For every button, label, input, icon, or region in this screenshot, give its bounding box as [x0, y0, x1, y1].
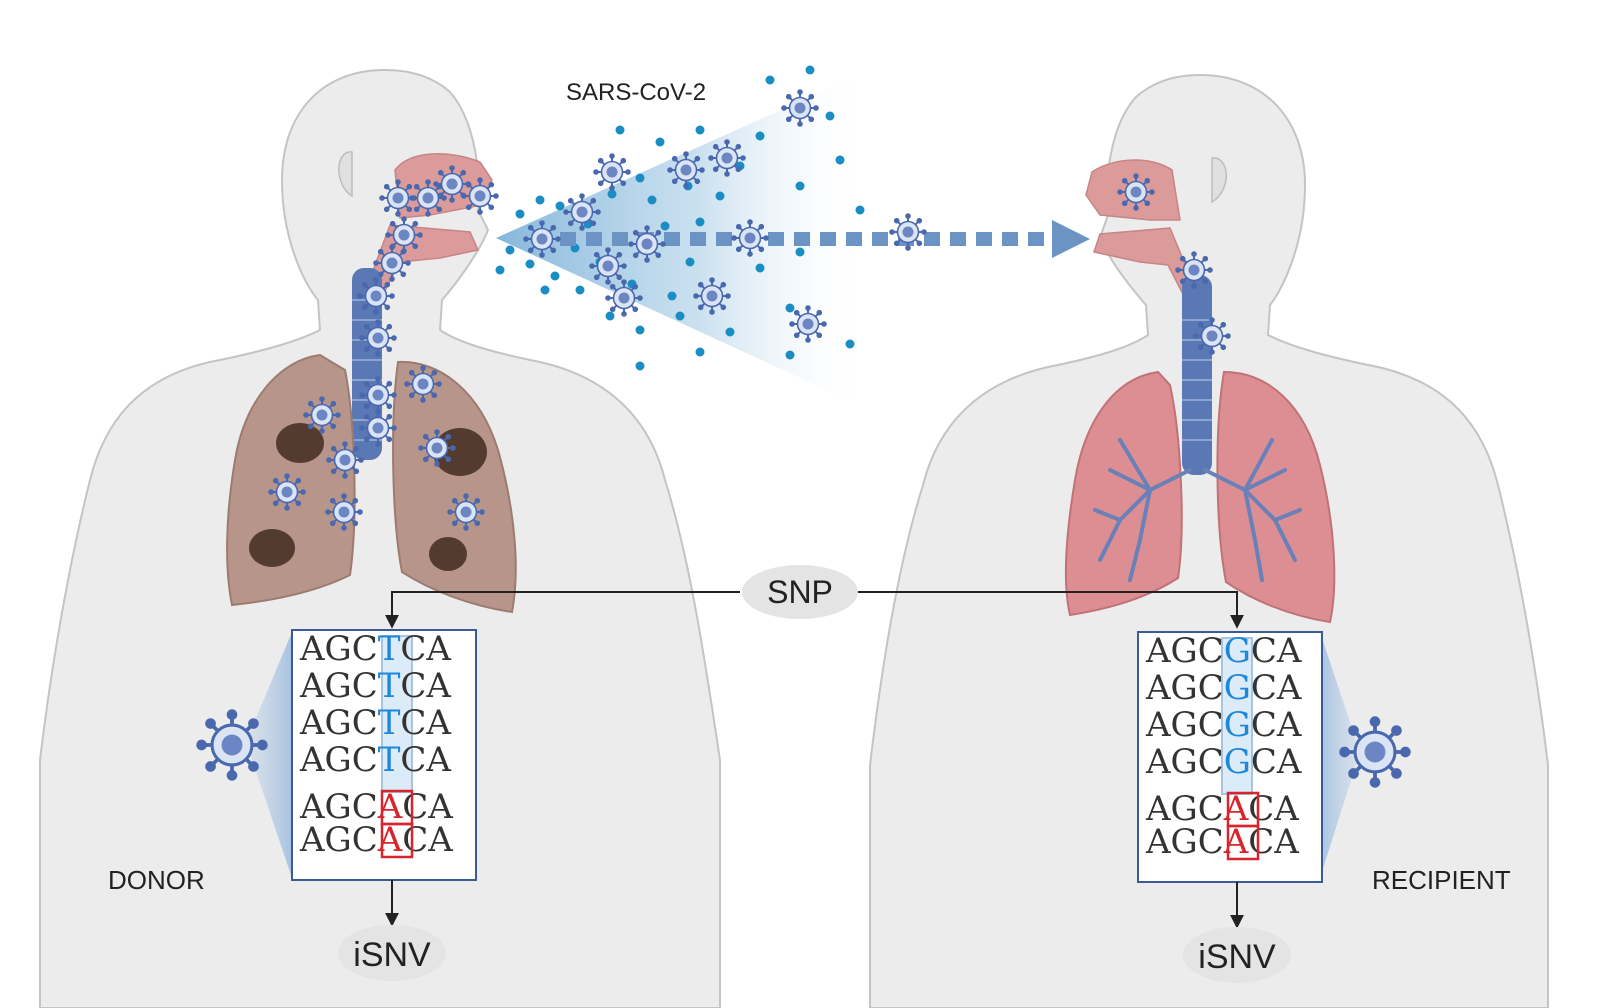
variant-base: A	[1223, 822, 1249, 862]
sequence-row: AGCGCA	[1145, 631, 1302, 671]
sequence-row: AGCTCA	[299, 703, 451, 743]
recipient-right-lung	[1216, 370, 1336, 624]
variant-base: T	[378, 703, 401, 743]
donor-figure	[39, 68, 721, 1008]
donor-label: DONOR	[108, 865, 205, 895]
variant-base: G	[1224, 631, 1251, 671]
sequence-row: AGCTCA	[299, 740, 451, 780]
sequence-part: CA	[400, 666, 451, 706]
sequence-row: AGCGCA	[1145, 668, 1302, 708]
variant-base: G	[1224, 742, 1251, 782]
sequence-row: AGCTCA	[299, 629, 451, 669]
sequence-part: AGC	[299, 666, 378, 706]
variant-base: G	[1224, 668, 1251, 708]
aerosol-spray	[495, 65, 1090, 410]
snp-oval	[742, 565, 858, 619]
spray-cone	[496, 70, 870, 410]
sequence-part: CA	[400, 703, 451, 743]
isnv-highlight	[380, 822, 414, 859]
donor-snp-highlight	[381, 635, 413, 793]
sequence-row: AGCACA	[1145, 822, 1299, 862]
recipient-isnv-label: iSNV	[1198, 938, 1276, 976]
sequence-part: AGC	[1145, 631, 1224, 671]
transmission-arrow-head	[1052, 220, 1090, 258]
sequence-part: CA	[402, 820, 453, 860]
sequence-row: AGCACA	[299, 820, 453, 860]
recipient-isnv-oval	[1183, 927, 1291, 983]
lesion	[433, 428, 487, 476]
sequence-part: CA	[1251, 631, 1302, 671]
sequence-part: AGC	[1145, 742, 1224, 782]
recipient-ear	[1211, 157, 1227, 204]
sequence-part: CA	[1248, 822, 1299, 862]
sequence-part: CA	[1251, 668, 1302, 708]
snp-label: SNP	[767, 574, 833, 610]
recipient-figure	[869, 73, 1549, 1008]
droplets	[495, 65, 865, 371]
sequence-part: AGC	[1145, 789, 1224, 829]
sequence-part: AGC	[299, 820, 378, 860]
donor-isnv-label: iSNV	[353, 936, 431, 974]
recipient-label: RECIPIENT	[1372, 865, 1511, 895]
lesion	[429, 537, 467, 571]
variant-base: T	[378, 740, 401, 780]
sequence-row: AGCGCA	[1145, 705, 1302, 745]
sequence-part: CA	[1251, 742, 1302, 782]
sequence-part: AGC	[299, 787, 378, 827]
variant-base: A	[377, 820, 403, 860]
sequence-row: AGCGCA	[1145, 742, 1302, 782]
lesion	[249, 529, 295, 567]
isnv-highlight	[1226, 824, 1260, 861]
recipient-zoom	[1320, 632, 1411, 878]
sequence-part: CA	[400, 740, 451, 780]
virus-label: SARS-CoV-2	[566, 79, 706, 106]
donor-body	[39, 68, 721, 1008]
sequence-row: AGCTCA	[299, 666, 451, 706]
donor-zoom	[196, 632, 292, 878]
sequence-part: AGC	[1145, 705, 1224, 745]
recipient-trachea	[1182, 275, 1212, 475]
variant-base: T	[378, 629, 401, 669]
lesion	[276, 423, 324, 463]
variant-base: G	[1224, 705, 1251, 745]
snp-connector: SNP	[385, 565, 1244, 629]
donor-ear	[338, 151, 353, 198]
donor-right-lung	[392, 360, 517, 614]
sequence-part: AGC	[299, 629, 378, 669]
sequence-part: AGC	[299, 703, 378, 743]
donor-isnv-oval	[338, 925, 446, 981]
donor-trachea	[352, 268, 382, 460]
recipient-left-lung	[1064, 370, 1183, 617]
sequence-part: AGC	[1145, 668, 1224, 708]
sequence-part: CA	[400, 629, 451, 669]
sequence-part: AGC	[1145, 822, 1224, 862]
sequence-part: CA	[1251, 705, 1302, 745]
variant-base: T	[378, 666, 401, 706]
sequence-part: AGC	[299, 740, 378, 780]
